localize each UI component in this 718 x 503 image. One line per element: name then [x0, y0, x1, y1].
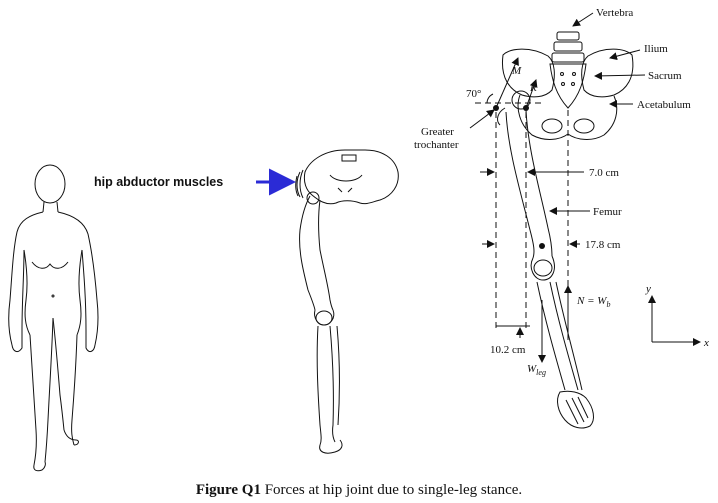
pelvis-leg-skeleton-middle [295, 149, 399, 454]
label-force-m: M [511, 65, 522, 77]
label-dim-10: 10.2 cm [490, 344, 526, 356]
label-vertebra: Vertebra [596, 7, 633, 19]
human-figure-outline [8, 164, 99, 472]
label-ilium: Ilium [644, 43, 668, 55]
label-angle: 70° [466, 88, 481, 100]
label-femur: Femur [593, 206, 622, 218]
sacrum-pointer [594, 71, 646, 80]
coordinate-axes [648, 295, 701, 346]
pelvis-leg-skeleton-right [497, 31, 634, 429]
muscle-force-arrow [495, 57, 519, 109]
axis-y-label: y [645, 283, 651, 295]
label-dim-17: 17.8 cm [585, 239, 621, 251]
vertebra-pointer [572, 12, 594, 27]
axis-x-label: x [703, 337, 709, 349]
label-leg-weight: Wleg [527, 363, 546, 377]
label-normal-force: N = Wb [576, 295, 610, 309]
angle-arc [486, 93, 494, 104]
trochanter-pointer [469, 109, 495, 129]
label-greater: Greater [421, 126, 454, 138]
ilium-pointer [609, 49, 641, 61]
label-dim-7: 7.0 cm [589, 167, 619, 179]
figure-caption: Figure Q1 Forces at hip joint due to sin… [196, 482, 522, 498]
label-trochanter: trochanter [414, 139, 459, 151]
joint-force-arrow [525, 79, 538, 109]
label-force-r: R [529, 82, 537, 94]
hip-joint-point [523, 105, 529, 111]
label-sacrum: Sacrum [648, 70, 682, 82]
hip-abductor-label: hip abductor muscles [94, 175, 223, 189]
label-acetabulum: Acetabulum [637, 99, 691, 111]
